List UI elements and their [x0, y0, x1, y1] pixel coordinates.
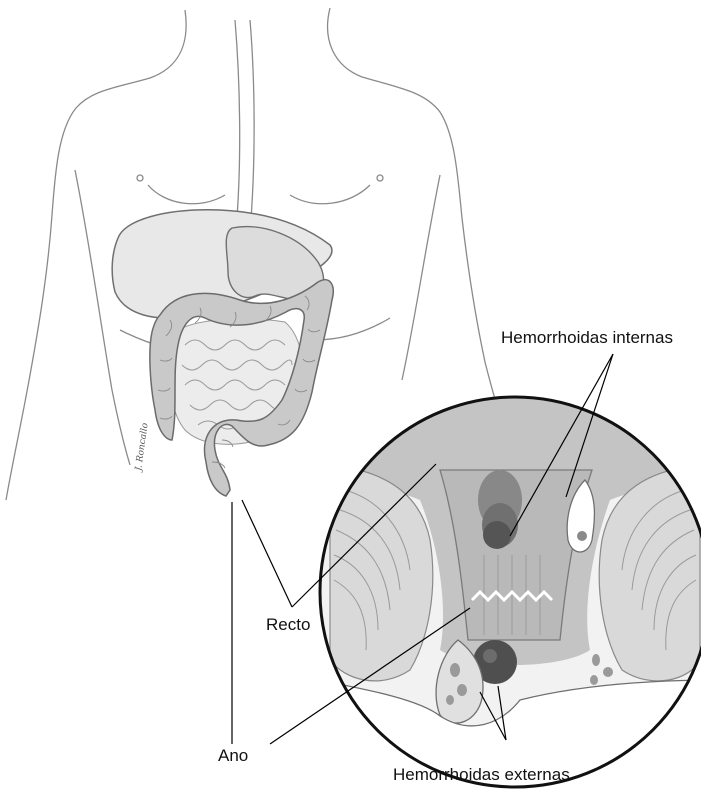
- label-rectum: Recto: [266, 616, 310, 633]
- hemorrhoid-inset: [318, 395, 701, 791]
- label-anus: Ano: [218, 747, 248, 764]
- label-internal-hemorrhoids: Hemorrhoidas internas: [501, 329, 673, 346]
- label-external-hemorrhoids: Hemorrhoidas externas: [393, 766, 570, 783]
